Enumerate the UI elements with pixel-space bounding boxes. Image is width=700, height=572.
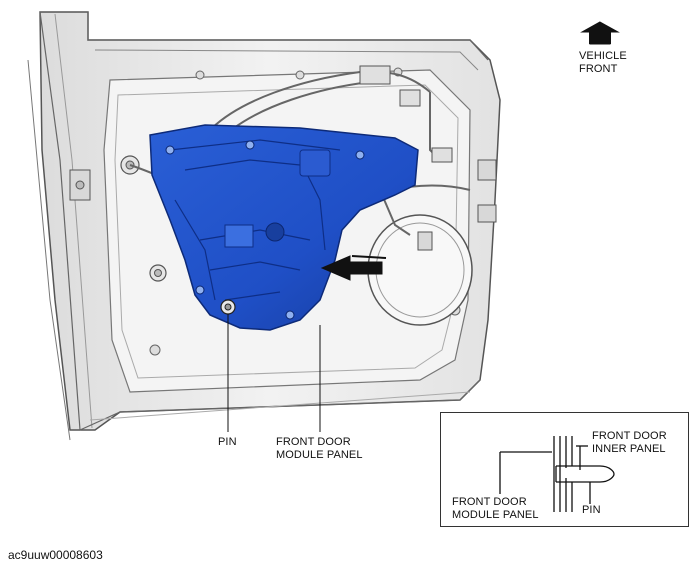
- pin-label: PIN: [218, 436, 237, 449]
- figure-id: ac9uuw00008603: [8, 548, 103, 562]
- inset-inner-panel-label: FRONT DOOR INNER PANEL: [592, 430, 667, 456]
- module-panel: [149, 124, 419, 331]
- vehicle-front-arrow-icon: [580, 21, 620, 45]
- inset-module-panel-label: FRONT DOOR MODULE PANEL: [452, 496, 539, 522]
- pin-cross-section: [499, 436, 615, 512]
- inset-inner-panel-line1: FRONT DOOR: [592, 430, 667, 442]
- inset-inner-panel-line2: INNER PANEL: [592, 443, 666, 455]
- inset-module-panel-line2: MODULE PANEL: [452, 509, 539, 521]
- vehicle-front-label-line1: VEHICLE: [579, 50, 627, 62]
- inset-module-panel-line1: FRONT DOOR: [452, 496, 527, 508]
- vehicle-front-label: VEHICLE FRONT: [579, 50, 627, 76]
- inset-pin-label: PIN: [582, 504, 601, 517]
- leader-lines: [227, 314, 321, 432]
- module-panel-label-line2: MODULE PANEL: [276, 449, 363, 461]
- module-panel-label: FRONT DOOR MODULE PANEL: [276, 436, 363, 462]
- inset-pin-text: PIN: [582, 504, 601, 516]
- inset-frame: [440, 412, 689, 527]
- vehicle-front-label-line2: FRONT: [579, 63, 618, 75]
- removal-direction-arrow: [320, 255, 387, 281]
- speaker-opening: [367, 214, 473, 326]
- pin-label-text: PIN: [218, 436, 237, 448]
- module-panel-label-line1: FRONT DOOR: [276, 436, 351, 448]
